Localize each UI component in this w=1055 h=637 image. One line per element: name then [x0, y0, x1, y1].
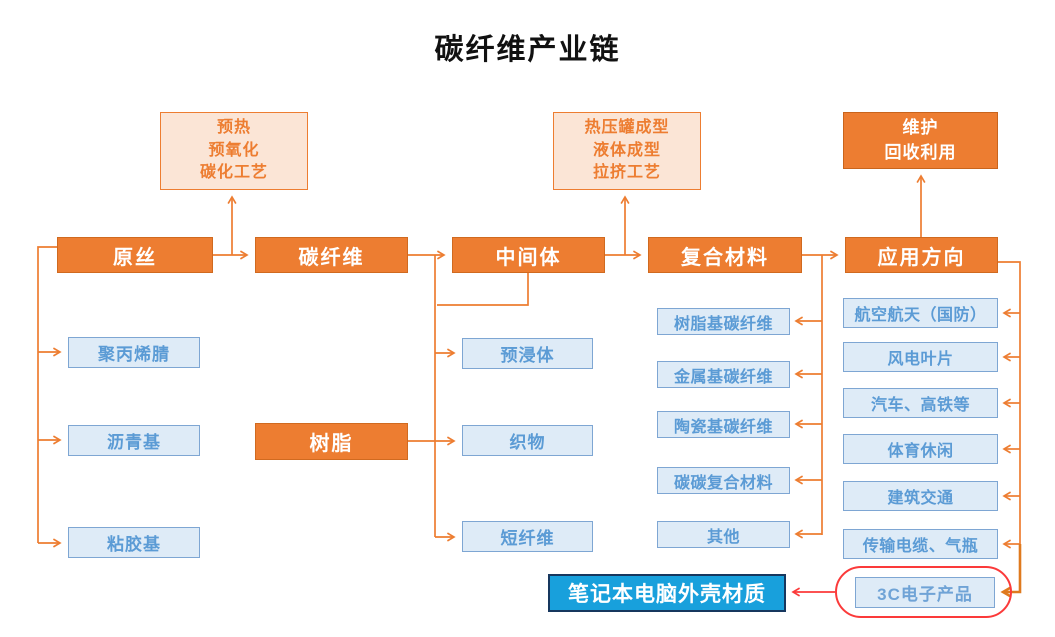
intermediate-item: 预浸体	[462, 338, 593, 369]
composite-item: 树脂基碳纤维	[657, 308, 790, 335]
application-item: 建筑交通	[843, 481, 998, 511]
process-line: 拉挤工艺	[592, 164, 661, 182]
chain-box-intermediate: 中间体	[452, 237, 605, 273]
application-item: 风电叶片	[843, 342, 998, 372]
process-line: 维护	[902, 117, 939, 137]
chain-box-precursor: 原丝	[57, 237, 213, 273]
composite-item: 金属基碳纤维	[657, 361, 790, 388]
precursor-item: 粘胶基	[68, 527, 200, 558]
orange-connectors	[37, 174, 1022, 598]
callout-laptop-shell: 笔记本电脑外壳材质	[548, 574, 786, 612]
chain-box-resin: 树脂	[255, 423, 408, 460]
process-line: 预氧化	[208, 141, 260, 159]
chain-box-application: 应用方向	[845, 237, 998, 273]
intermediate-item: 织物	[462, 425, 593, 456]
chain-box-composite: 复合材料	[648, 237, 802, 273]
precursor-item: 聚丙烯腈	[68, 337, 200, 368]
precursor-item: 沥青基	[68, 425, 200, 456]
process-box-carbonization: 预热 预氧化 碳化工艺	[160, 112, 308, 190]
highlight-oval	[835, 566, 1012, 618]
process-box-maintenance-recycle: 维护 回收利用	[843, 112, 998, 169]
chain-box-carbon-fiber: 碳纤维	[255, 237, 408, 273]
process-line: 回收利用	[884, 142, 957, 162]
application-item: 汽车、高铁等	[843, 388, 998, 418]
intermediate-item: 短纤维	[462, 521, 593, 552]
process-box-molding: 热压罐成型 液体成型 拉挤工艺	[553, 112, 701, 190]
process-line: 预热	[216, 119, 251, 137]
diagram-title: 碳纤维产业链	[434, 34, 621, 66]
process-line: 热压罐成型	[584, 119, 670, 137]
composite-item: 陶瓷基碳纤维	[657, 411, 790, 438]
composite-item: 碳碳复合材料	[657, 467, 790, 494]
process-line: 液体成型	[592, 141, 661, 159]
application-item-3c: 3C电子产品	[855, 577, 995, 608]
process-line: 碳化工艺	[199, 164, 268, 182]
application-item: 航空航天（国防）	[843, 298, 998, 328]
application-item: 体育休闲	[843, 434, 998, 464]
application-item: 传输电缆、气瓶	[843, 529, 998, 559]
composite-item: 其他	[657, 521, 790, 548]
